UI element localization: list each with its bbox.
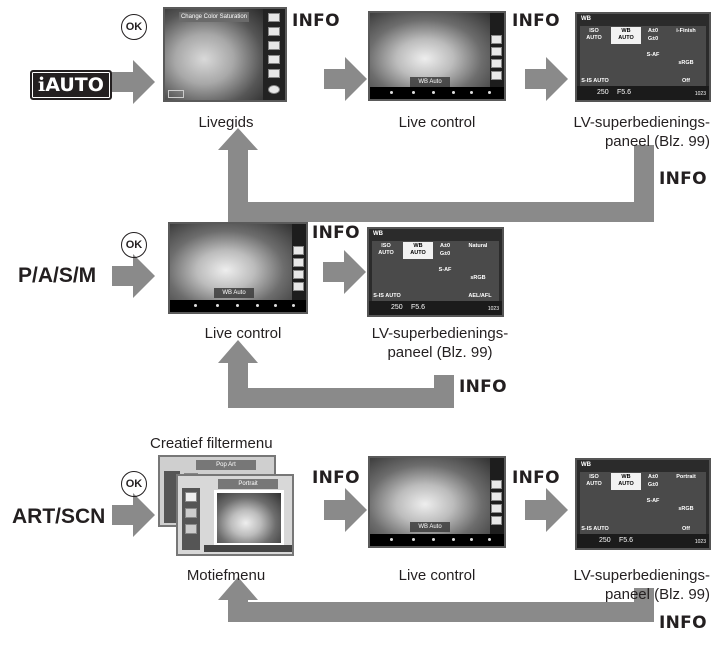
arrow-row3-b	[525, 488, 568, 532]
panel-iso-row2: ISO AUTO	[378, 243, 394, 256]
panel-iso: ISO AUTO	[586, 28, 602, 41]
return-arrowhead-row3	[218, 577, 258, 600]
panel-a0: A±0	[647, 28, 659, 34]
info-label-row1-a: INFO	[292, 11, 340, 31]
panel-count: 1023	[694, 91, 706, 97]
wb-auto-label-row3: WB Auto	[410, 522, 450, 532]
flower-photo	[165, 9, 263, 100]
panel-ae-row2: AEL/AFL	[468, 293, 492, 299]
panel-iso-row3: ISO AUTO	[586, 474, 602, 487]
ok-button-icon-row3: OK	[121, 471, 147, 497]
scn-menu-header: Portrait	[218, 479, 278, 489]
panel-srgb-row2: sRGB	[470, 275, 486, 281]
iauto-mode-badge: iAUTO	[30, 70, 112, 100]
panel-finish-row3: Portrait	[676, 474, 696, 480]
panel-saf: S-AF	[646, 52, 660, 58]
arrow-row1-a	[324, 57, 367, 101]
live-control-bottom-bar	[370, 87, 504, 99]
caption-superpanel-row3: LV-superbedienings- paneel (Blz. 99)	[573, 567, 710, 603]
panel-finish-row2: Natural	[468, 243, 488, 249]
panel-wb-auto-row3: WB AUTO	[611, 473, 641, 490]
live-control-sidebar	[490, 13, 504, 89]
arrow-row1-mode	[112, 60, 155, 104]
panel-wb-auto: WB AUTO	[611, 27, 641, 44]
panel-a0-row2: A±0	[439, 243, 451, 249]
panel-srgb: sRGB	[678, 60, 694, 66]
girl-photo	[370, 13, 492, 89]
panel-count-row3: 1023	[694, 539, 706, 545]
ok-button-icon: OK	[121, 14, 147, 40]
panel-off: Off	[682, 78, 690, 84]
arrow-row2-a	[323, 250, 366, 294]
livegids-screen: Change Color Saturation	[163, 7, 287, 102]
caption-livegids: Livegids	[198, 114, 254, 131]
panel-bottom-bar-row2: 250 F5.6 1023	[369, 301, 502, 315]
panel-saf-row2: S-AF	[438, 267, 452, 273]
ok-button-icon-row2: OK	[121, 232, 147, 258]
panel-shutter: 250	[597, 89, 609, 96]
panel-bottom-bar: 250 F5.6 1023	[577, 86, 709, 100]
caption-superpanel-row1: LV-superbedienings- paneel (Blz. 99)	[573, 114, 710, 150]
scene-menu: Portrait	[176, 474, 294, 556]
livegids-sidebar	[263, 9, 285, 100]
panel-aperture: F5.6	[617, 89, 632, 96]
portrait-photo	[214, 490, 284, 546]
caption-superpanel-row2: LV-superbedienings- paneel (Blz. 99)	[371, 325, 509, 361]
arrow-row1-b	[525, 57, 568, 101]
caption-motiefmenu: Motiefmenu	[186, 567, 266, 584]
caption-live-control-row1: Live control	[398, 114, 476, 131]
panel-saf-row3: S-AF	[646, 498, 660, 504]
mode-label-iauto: AUTO	[45, 74, 104, 96]
arrow-row3-a	[324, 488, 367, 532]
superpanel-row2: WB ISO AUTO WB AUTO A±0 G±0 Natural S-AF…	[367, 227, 504, 317]
arrow-row3-mode	[112, 493, 155, 537]
panel-count-row2: 1023	[487, 306, 499, 312]
panel-off-row3: Off	[682, 526, 690, 532]
panel-srgb-row3: sRGB	[678, 506, 694, 512]
caption-live-control-row2: Live control	[204, 325, 282, 342]
panel-bottom-bar-row3: 250 F5.6 1023	[577, 534, 709, 548]
info-label-row2-return: INFO	[459, 377, 507, 397]
panel-g0-row2: G±0	[439, 251, 451, 257]
panel-aperture-row2: F5.6	[411, 304, 426, 311]
info-label-row3-b: INFO	[512, 468, 560, 488]
panel-is-auto: S-IS AUTO	[581, 78, 609, 84]
live-control-screen-row1: WB Auto	[368, 11, 506, 101]
panel-a0-row3: A±0	[647, 474, 659, 480]
superpanel-row1: WB ISO AUTO WB AUTO A±0 G±0 i-Finish S-A…	[575, 12, 711, 102]
mode-label-art-scn: ART/SCN	[12, 505, 106, 528]
return-arrowhead-row2	[218, 340, 258, 363]
panel-shutter-row3: 250	[599, 537, 611, 544]
panel-g0: G±0	[647, 36, 659, 42]
live-control-screen-row2: WB Auto	[168, 222, 308, 314]
panel-wb-auto-row2: WB AUTO	[403, 242, 433, 259]
wb-auto-label-row2: WB Auto	[214, 288, 254, 298]
panel-wb-title: WB	[581, 16, 591, 22]
panel-shutter-row2: 250	[391, 304, 403, 311]
panel-wb-title-row3: WB	[581, 462, 591, 468]
superpanel-row3: WB ISO AUTO WB AUTO A±0 G±0 Portrait S-A…	[575, 458, 711, 550]
caption-filtermenu: Creatief filtermenu	[150, 435, 273, 452]
info-label-row1-b: INFO	[512, 11, 560, 31]
panel-finish: i-Finish	[676, 28, 696, 34]
arrow-row2-mode	[112, 254, 155, 298]
panel-is-auto-row3: S-IS AUTO	[581, 526, 609, 532]
art-menu-header: Pop Art	[196, 460, 256, 470]
livegids-header: Change Color Saturation	[179, 12, 249, 22]
panel-aperture-row3: F5.6	[619, 537, 634, 544]
live-control-screen-row3: WB Auto	[368, 456, 506, 548]
caption-live-control-row3: Live control	[398, 567, 476, 584]
panel-g0-row3: G±0	[647, 482, 659, 488]
info-label-row2-a: INFO	[312, 223, 360, 243]
mode-label-pasm: P/A/S/M	[18, 264, 97, 287]
panel-wb-title-row2: WB	[373, 231, 383, 237]
panel-is-auto-row2: S-IS AUTO	[373, 293, 401, 299]
info-label-row3-return: INFO	[659, 613, 707, 633]
wb-auto-label: WB Auto	[410, 77, 450, 87]
info-label-row3-a: INFO	[312, 468, 360, 488]
info-label-row1-return: INFO	[659, 169, 707, 189]
